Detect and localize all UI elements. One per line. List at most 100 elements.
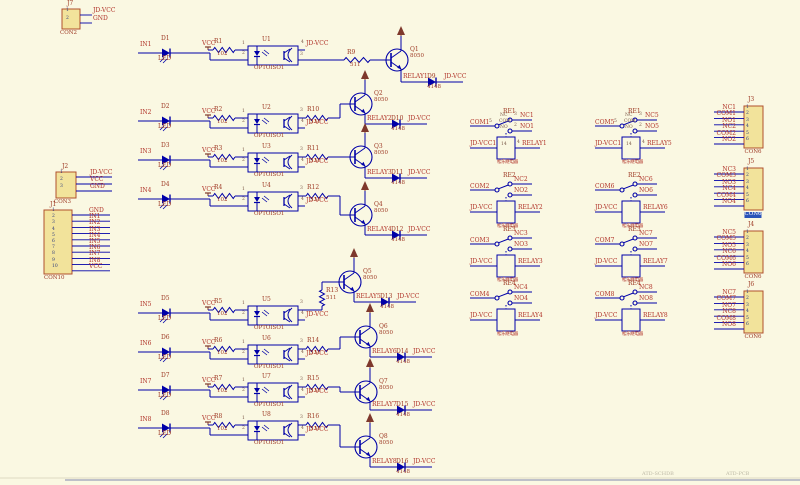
optocoupler-U7 — [138, 382, 299, 403]
pin4-u5: 4 — [301, 311, 304, 316]
pin1-u4: 1 — [242, 187, 245, 192]
designator-r1-re2: RE2 — [628, 172, 641, 179]
conn-pin-j3-4: 4 — [746, 124, 749, 130]
value-led-7: LED — [158, 430, 172, 437]
value-u5: OPTOISO1 — [254, 325, 285, 331]
conn-pin-j5-2: 2 — [746, 173, 749, 179]
connector-j5 — [714, 167, 764, 211]
tag-no-r0: NO — [625, 125, 633, 130]
designator-r12: R12 — [307, 184, 320, 191]
value-q7: 8050 — [379, 385, 393, 391]
conn-pin-j3-3: 3 — [746, 117, 749, 123]
net-label-jdvcc-5: JD-VCC — [306, 350, 329, 357]
value-r2: 102 — [217, 119, 228, 125]
designator-r15: R15 — [307, 375, 320, 382]
designator-d13: D13 — [380, 293, 393, 300]
footer-text-right: ATD-PCB — [726, 471, 750, 477]
conn-label-j7-jd-vcc: JD-VCC — [93, 7, 116, 14]
net-label-jdvcc-7: JD-VCC — [306, 426, 329, 433]
conn-label-j1-in2-2: IN2 — [89, 219, 101, 227]
conn-pin-j6-5: 5 — [746, 315, 749, 321]
designator-r6: R6 — [214, 337, 223, 344]
value-r3: 102 — [217, 158, 228, 164]
net-label-jdvcc-fd-6: JD-VCC — [413, 401, 436, 408]
net-label-com3: COM3 — [470, 237, 490, 244]
conn-label-j1-in7-7: IN7 — [89, 250, 101, 258]
relay-r3-com8 — [595, 289, 665, 332]
pin2-u2: 2 — [242, 119, 245, 124]
net-label-vcc-2: VCC — [202, 147, 216, 154]
conn-pin-j1-7: 7 — [52, 245, 55, 251]
net-label-in8: IN8 — [140, 416, 152, 423]
conn-label-j3-com2: COM2 — [716, 129, 736, 137]
transistor-stage-Q3 — [349, 123, 427, 183]
transistor-stage-Q8 — [354, 413, 432, 472]
conn-pin-j6-1: 1 — [746, 290, 749, 295]
base-network-R10 — [298, 103, 350, 129]
relay-l2-com3 — [470, 235, 540, 278]
net-label-relay1-coil: RELAY1 — [522, 140, 547, 147]
net-label-vcc-7: VCC — [202, 415, 216, 422]
net-label-jdvcc-1: JD-VCC — [306, 119, 329, 126]
value-r9: 511 — [350, 62, 361, 68]
pin3-u4: 3 — [300, 186, 303, 191]
net-label-jdvcc-fd-0: JD-VCC — [444, 73, 467, 80]
conn-pin-j4-2: 2 — [746, 236, 749, 242]
designator-r16: R16 — [307, 413, 320, 420]
conn-label-j1-in8-8: IN8 — [89, 256, 101, 264]
net-label-vcc-3: VCC — [202, 186, 216, 193]
designator-r3-re4: RE4 — [628, 280, 641, 287]
designator-r7: R7 — [214, 375, 223, 382]
transistor-stage-Q1 — [385, 26, 463, 87]
conn-pin-j4-3: 3 — [746, 242, 749, 248]
pin4-u1: 4 — [301, 40, 304, 45]
net-label-jdvcc-6: JD-VCC — [306, 388, 329, 395]
caption-j5[interactable]: CON6 — [744, 211, 762, 218]
net-label-relay4-coil: RELAY4 — [518, 312, 543, 319]
base-network-R13 — [298, 281, 339, 321]
designator-u6: U6 — [262, 335, 271, 342]
net-label-in2: IN2 — [140, 109, 152, 116]
designator-l3-re4: RE4 — [503, 280, 516, 287]
value-led-3: LED — [158, 201, 172, 208]
designator-d8: D8 — [161, 410, 170, 417]
net-label-relay8-drv: RELAY8 — [372, 458, 397, 465]
value-r10: 511 — [310, 119, 321, 125]
value-q2: 8050 — [374, 97, 388, 103]
optocoupler-U2 — [138, 113, 299, 134]
pin1-u8: 1 — [242, 416, 245, 421]
pin2-u6: 2 — [242, 350, 245, 355]
net-label-jdvcc-fd-3: JD-VCC — [408, 226, 431, 233]
base-network-R14 — [298, 336, 355, 360]
conn-label-j5-no3: NO3 — [722, 178, 736, 186]
net-label-relay5-coil: RELAY5 — [647, 140, 672, 147]
conn-label-j5-nc4: NC4 — [722, 185, 736, 193]
pin3-u8: 3 — [300, 415, 303, 420]
net-label-nc7: NC7 — [639, 230, 653, 237]
value-d14: 4148 — [396, 359, 410, 365]
conn-label-j1-vcc-9: VCC — [89, 262, 103, 270]
value-u7: OPTOISO1 — [254, 402, 285, 408]
conn-label-j1-in1-1: IN1 — [89, 213, 101, 221]
pin1-u5: 1 — [242, 301, 245, 306]
conn-pin-j3-6: 6 — [746, 137, 749, 142]
value-led-0: LED — [158, 55, 172, 62]
tag-com-r0: COM — [624, 119, 636, 124]
designator-d3: D3 — [161, 142, 170, 149]
pin4-u4: 4 — [301, 197, 304, 202]
optocoupler-U3 — [138, 152, 299, 173]
net-label-coil-l0-com1: JD-VCC1 — [470, 140, 497, 147]
conn-label-j4-com6: COM6 — [716, 254, 736, 262]
net-label-relay2-drv: RELAY2 — [367, 115, 392, 122]
pin-nc-r0: 3 — [639, 112, 642, 117]
conn-pin-j4-4: 4 — [746, 249, 749, 255]
designator-u8: U8 — [262, 411, 271, 418]
net-label-com5: COM5 — [595, 119, 615, 126]
designator-r14: R14 — [307, 337, 320, 344]
designator-j3: J3 — [748, 96, 755, 103]
relay-r2-com7 — [595, 235, 665, 278]
conn-pin-j1-1: 1 — [52, 208, 55, 213]
